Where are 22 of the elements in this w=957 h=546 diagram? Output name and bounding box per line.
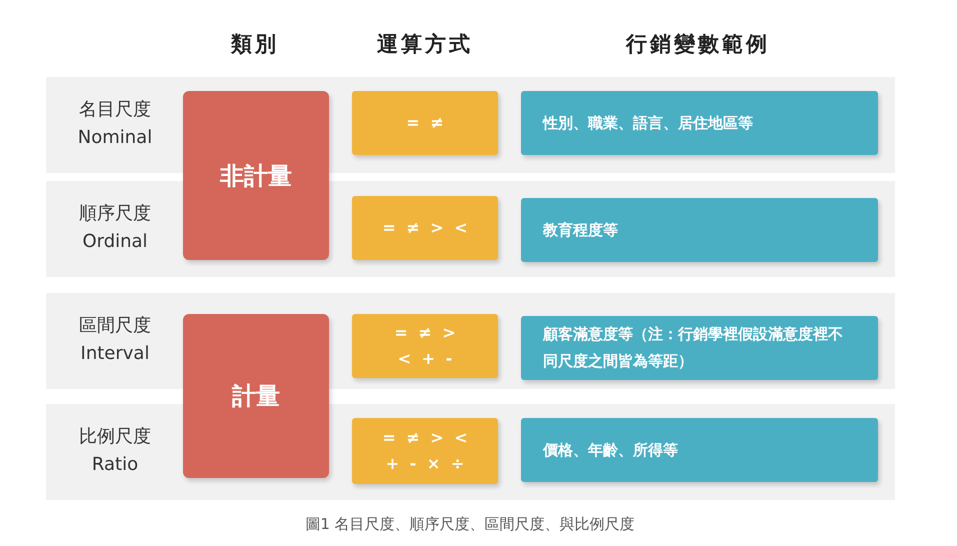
category-box: 計量 [183,314,329,478]
example-box: 價格、年齡、所得等 [521,418,878,482]
scale-english-name: Ratio [90,454,140,475]
scale-english-name: Interval [80,343,150,364]
scale-english-name: Nominal [76,127,154,148]
scale-name: 順序尺度 [78,202,152,225]
example-box: 顧客滿意度等（注：行銷學裡假設滿意度裡不同尺度之間皆為等距） [521,316,878,380]
scale-name: 區間尺度 [78,314,152,337]
operation-box: = ≠ > < + - × ÷ [352,418,498,484]
column-header: 類別 [231,31,279,58]
column-header: 行銷變數範例 [626,31,770,58]
scale-name: 名目尺度 [78,98,152,121]
scale-english-name: Ordinal [81,231,149,252]
category-box: 非計量 [183,91,329,260]
operation-box: = ≠ > < + - [352,314,498,378]
caption: 圖1 名目尺度、順序尺度、區間尺度、與比例尺度 [305,515,635,534]
operation-box: = ≠ > < [352,196,498,260]
operation-box: = ≠ [352,91,498,155]
scale-name: 比例尺度 [78,425,152,448]
example-box: 性別、職業、語言、居住地區等 [521,91,878,155]
example-box: 教育程度等 [521,198,878,262]
column-header: 運算方式 [377,31,473,58]
